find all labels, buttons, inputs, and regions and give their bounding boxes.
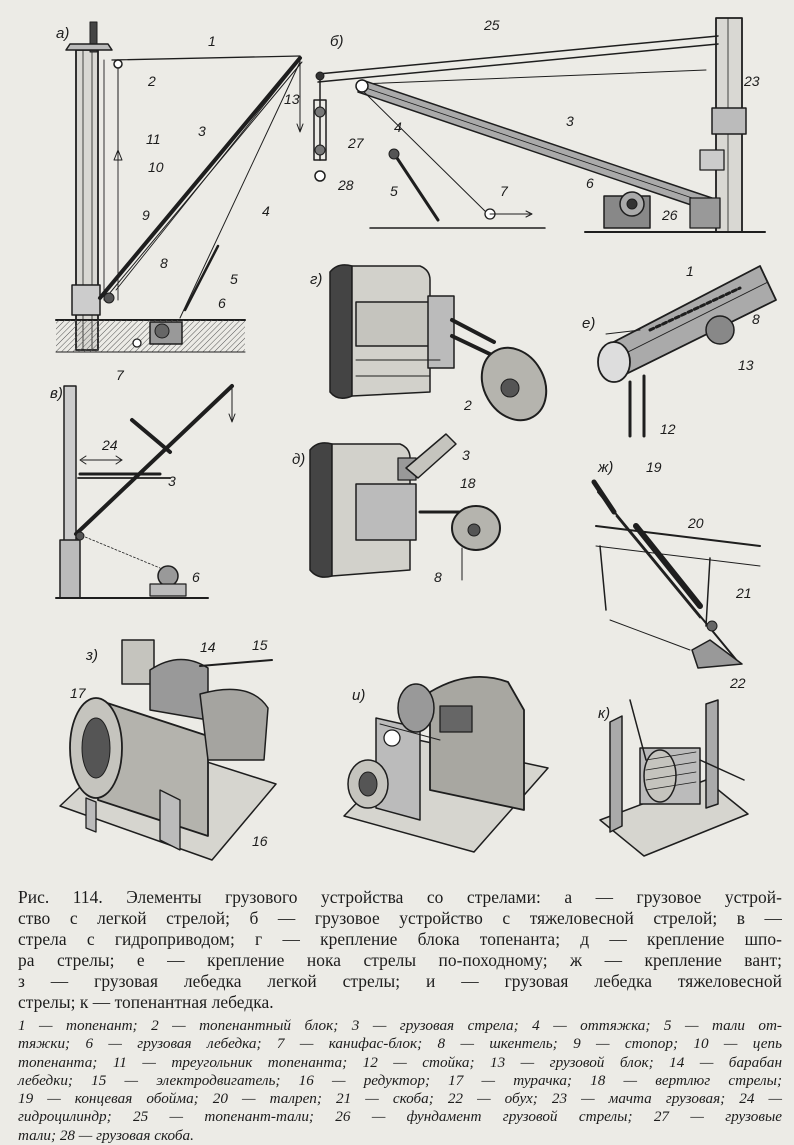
panel-a-light-boom <box>55 21 304 353</box>
panel-label-k: к) <box>598 705 611 722</box>
callout-a-3: 3 <box>198 123 206 139</box>
callout-d-3: 3 <box>462 447 470 463</box>
callout-zh-22: 22 <box>730 675 746 691</box>
panel-label-b: б) <box>330 33 344 50</box>
callout-e-1: 1 <box>686 263 694 279</box>
callout-zh-20: 20 <box>688 515 704 531</box>
callout-d-8: 8 <box>434 569 442 585</box>
caption-line: ство с легкой стрелой; б — грузовое устр… <box>18 908 782 928</box>
callout-a-13: 13 <box>284 91 300 107</box>
panel-e-boom-end-stowed <box>597 265 777 438</box>
callout-b-23: 23 <box>744 73 760 89</box>
callout-z-15: 15 <box>252 637 268 653</box>
panel-k-topping-winch <box>599 699 749 857</box>
panel-g-topping-block-mount <box>329 264 548 422</box>
figure-illustration: а) б) в) г) д) е) ж) з) и) к) 1 2 11 10 … <box>50 17 777 861</box>
callout-b-26: 26 <box>662 207 678 223</box>
callout-b-25: 25 <box>484 17 500 33</box>
panel-label-a: а) <box>56 25 70 42</box>
caption-line: стрела с гидроприводом; г — крепление бл… <box>18 929 782 949</box>
callout-z-17: 17 <box>70 685 86 701</box>
panel-label-e: е) <box>582 315 596 332</box>
panel-i-heavy-boom-winch <box>343 675 549 853</box>
panel-label-v: в) <box>50 385 63 402</box>
callout-a-1: 1 <box>208 33 216 49</box>
panel-label-i: и) <box>352 687 366 704</box>
callout-b-7: 7 <box>500 183 508 199</box>
legend-line: топенанта; 11 — треугольник топенанта; 1… <box>18 1053 782 1071</box>
callout-b-27: 27 <box>348 135 364 151</box>
callout-a-5: 5 <box>230 271 238 287</box>
panel-b-heavy-boom <box>313 17 766 233</box>
panel-zh-shroud-attachment <box>591 479 761 669</box>
legend-line: тяжки; 6 — грузовая лебедка; 7 — канифас… <box>18 1035 782 1053</box>
cargo-gear-drawing <box>55 17 777 861</box>
callout-a-7: 7 <box>116 367 124 383</box>
caption-line: з — грузовая лебедка легкой стрелы; и — … <box>18 971 782 991</box>
figure-legend: 1 — топенант; 2 — топенантный блок; 3 — … <box>18 1017 782 1145</box>
callout-d-18: 18 <box>460 475 476 491</box>
legend-line: тали; 28 — грузовая скоба. <box>18 1126 194 1144</box>
callout-v-24: 24 <box>102 437 118 453</box>
panel-label-z: з) <box>86 647 98 664</box>
callout-z-14: 14 <box>200 639 216 655</box>
legend-line: 19 — концевая обойма; 20 — талреп; 21 — … <box>18 1090 782 1108</box>
callout-v-6: 6 <box>192 569 200 585</box>
figure-caption: Рис. 114. Элементы грузового устройства … <box>18 887 782 1013</box>
panel-label-zh: ж) <box>598 459 614 476</box>
callout-b-4: 4 <box>394 119 402 135</box>
callout-zh-21: 21 <box>736 585 752 601</box>
callout-a-2: 2 <box>148 73 156 89</box>
callout-a-4: 4 <box>262 203 270 219</box>
callout-zh-19: 19 <box>646 459 662 475</box>
callout-e-13: 13 <box>738 357 754 373</box>
callout-b-3: 3 <box>566 113 574 129</box>
callout-a-6: 6 <box>218 295 226 311</box>
legend-line: лебедки; 15 — электродвигатель; 16 — ред… <box>18 1071 782 1089</box>
legend-line: гидроцилиндр; 25 — топенант-тали; 26 — ф… <box>18 1108 782 1126</box>
caption-line: стрелы; к — топенантная лебедка. <box>18 992 274 1012</box>
callout-a-8: 8 <box>160 255 168 271</box>
callout-v-3: 3 <box>168 473 176 489</box>
callout-z-16: 16 <box>252 833 268 849</box>
panel-v-hydraulic-boom <box>55 384 236 599</box>
callout-a-9: 9 <box>142 207 150 223</box>
callout-e-12: 12 <box>660 421 676 437</box>
callout-b-28: 28 <box>338 177 354 193</box>
panel-z-light-boom-winch <box>59 639 277 861</box>
panel-d-boom-heel-mount <box>309 433 501 581</box>
panel-label-d: д) <box>292 451 306 468</box>
callout-g-2: 2 <box>464 397 472 413</box>
panel-label-g: г) <box>310 271 323 288</box>
caption-line: ра стрелы; е — крепление нока стрелы по-… <box>18 950 782 970</box>
callout-a-10: 10 <box>148 159 164 175</box>
callout-b-6: 6 <box>586 175 594 191</box>
caption-line: Рис. 114. Элементы грузового устройства … <box>18 887 782 907</box>
legend-line: 1 — топенант; 2 — топенантный блок; 3 — … <box>18 1017 782 1034</box>
callout-b-5: 5 <box>390 183 398 199</box>
callout-e-8: 8 <box>752 311 760 327</box>
callout-a-11: 11 <box>146 131 161 147</box>
